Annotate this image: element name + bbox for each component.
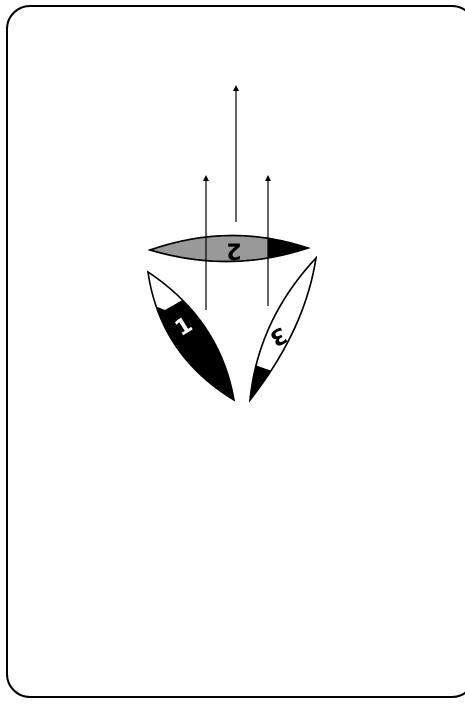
- boat-2: 2: [150, 215, 318, 285]
- boat-1: 1: [140, 260, 234, 400]
- boat-3: 3: [240, 258, 316, 410]
- boat-2-number: 2: [226, 238, 241, 263]
